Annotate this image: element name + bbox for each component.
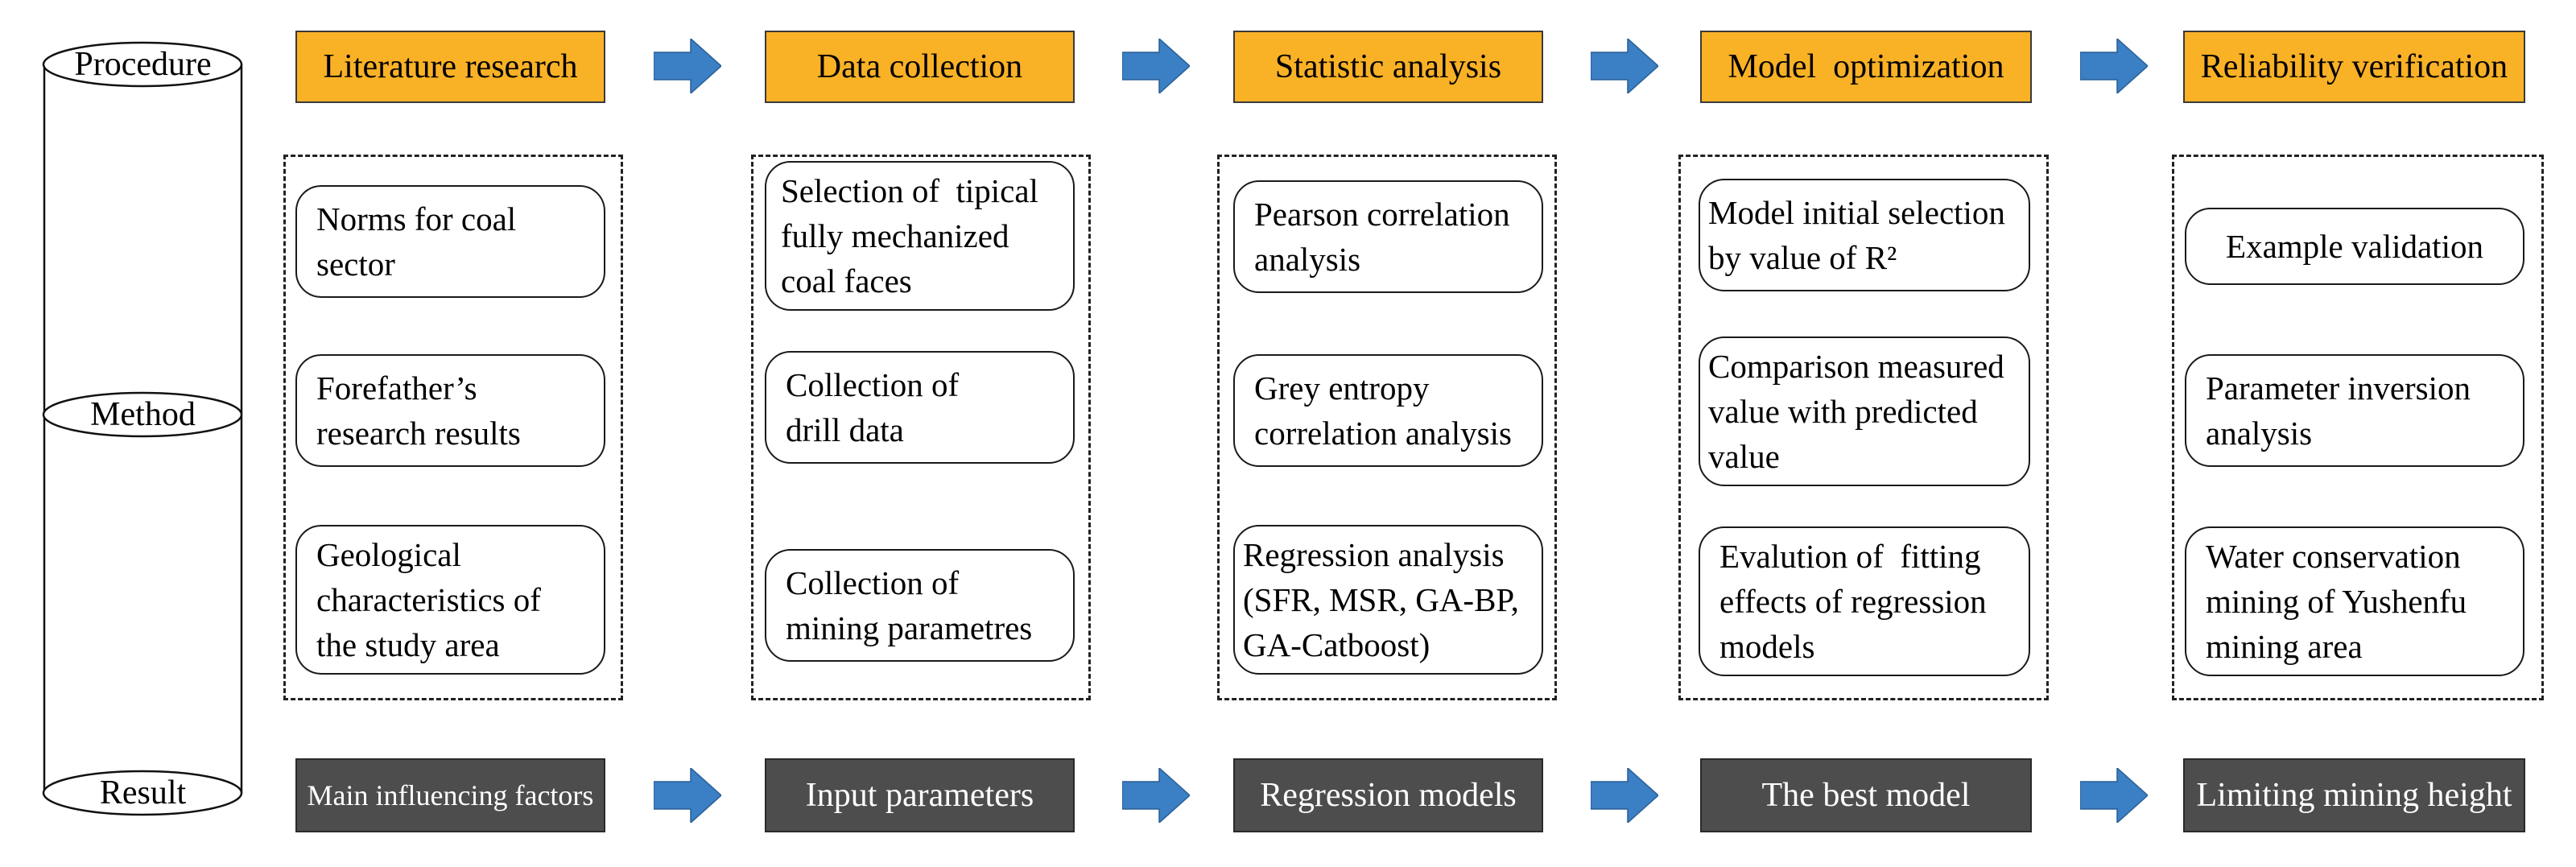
method-text-line: value: [1708, 438, 1780, 475]
method-pearson-correlation: Pearson correlation analysis: [1233, 180, 1543, 293]
method-text-line: correlation analysis: [1254, 415, 1512, 452]
method-text-line: analysis: [2206, 415, 2313, 452]
method-model-initial-selection: Model initial selection by value of R²: [1699, 179, 2030, 291]
method-geological-characteristics: Geological characteristics of the study …: [295, 525, 605, 675]
result-regression-models: Regression models: [1233, 758, 1543, 832]
method-text-line: analysis: [1254, 241, 1361, 278]
procedure-arrow-1: [654, 39, 721, 93]
method-text-line: the study area: [316, 626, 500, 663]
stage-cylinder: [42, 41, 243, 816]
result-limiting-mining-height: Limiting mining height: [2183, 758, 2525, 832]
method-evaluation-fitting-effects: Evalution of fitting effects of regressi…: [1699, 526, 2030, 676]
method-text-line: research results: [316, 415, 521, 452]
procedure-literature-research: Literature research: [295, 31, 605, 103]
procedure-data-collection: Data collection: [765, 31, 1075, 103]
result-best-model: The best model: [1700, 758, 2032, 832]
method-text-line: characteristics of: [316, 581, 541, 618]
result-arrow-2: [1122, 768, 1190, 823]
result-main-influencing-factors: Main influencing factors: [295, 758, 605, 832]
method-ellipse: [42, 391, 243, 438]
method-text-line: coal faces: [781, 262, 912, 299]
result-row-label: Result: [99, 774, 187, 811]
procedure-arrow-3: [1591, 39, 1658, 93]
method-grey-entropy: Grey entropy correlation analysis: [1233, 354, 1543, 467]
method-row-label: Method: [90, 396, 196, 433]
method-text-line: Water conservation: [2206, 538, 2461, 575]
method-text-line: Geological: [316, 536, 461, 573]
method-panel-reliability: [2172, 155, 2544, 700]
method-text-line: drill data: [786, 411, 904, 448]
method-text-line: Grey entropy: [1254, 370, 1430, 407]
method-panel-statistic: [1217, 155, 1557, 700]
method-panel-literature: [283, 155, 623, 700]
method-forefather-research: Forefather’s research results: [295, 354, 605, 467]
method-text-line: value with predicted: [1708, 393, 1978, 430]
method-text-line: mining of Yushenfu: [2206, 583, 2467, 620]
method-selection-coal-faces: Selection of tipical fully mechanized co…: [765, 161, 1075, 311]
method-text-line: Collection of: [786, 564, 960, 601]
method-text-line: fully mechanized: [781, 217, 1009, 254]
method-text-line: Norms for coal: [316, 200, 517, 237]
method-text-line: effects of regression: [1719, 583, 1987, 620]
result-input-parameters: Input parameters: [765, 758, 1075, 832]
procedure-row-label: Procedure: [74, 46, 212, 83]
method-collection-mining-parametres: Collection of mining parametres: [765, 549, 1075, 662]
result-arrow-3: [1591, 768, 1658, 823]
method-text-line: GA-Catboost): [1243, 626, 1430, 663]
method-collection-drill-data: Collection of drill data: [765, 351, 1075, 464]
method-parameter-inversion: Parameter inversion analysis: [2185, 354, 2524, 467]
method-text-line: Evalution of fitting: [1719, 538, 1981, 575]
method-text-line: by value of R²: [1708, 239, 1897, 276]
method-text-line: mining area: [2206, 628, 2363, 665]
method-text-line: (SFR, MSR, GA-BP,: [1243, 581, 1519, 618]
method-text-line: sector: [316, 246, 395, 283]
procedure-ellipse: [42, 41, 243, 88]
method-norms-coal-sector: Norms for coal sector: [295, 185, 605, 298]
method-text-line: Forefather’s: [316, 370, 477, 407]
method-text-line: Example validation: [2226, 228, 2483, 265]
method-text-line: Pearson correlation: [1254, 196, 1510, 233]
procedure-arrow-4: [2080, 39, 2148, 93]
method-text-line: Parameter inversion: [2206, 370, 2471, 407]
method-water-conservation-mining: Water conservation mining of Yushenfu mi…: [2185, 526, 2524, 676]
method-example-validation: Example validation: [2185, 208, 2524, 285]
method-panel-model: [1678, 155, 2049, 700]
procedure-reliability-verification: Reliability verification: [2183, 31, 2525, 103]
method-comparison-measured-predicted: Comparison measured value with predicted…: [1699, 336, 2030, 486]
method-panel-data: [751, 155, 1091, 700]
method-regression-analysis: Regression analysis (SFR, MSR, GA-BP, GA…: [1233, 525, 1543, 675]
method-text-line: Comparison measured: [1708, 348, 2004, 385]
method-text-line: Collection of: [786, 366, 960, 403]
method-text-line: Selection of tipical: [781, 172, 1038, 209]
procedure-statistic-analysis: Statistic analysis: [1233, 31, 1543, 103]
result-ellipse: [42, 770, 243, 816]
method-text-line: Model initial selection: [1708, 194, 2005, 231]
method-text-line: models: [1719, 628, 1815, 665]
result-arrow-1: [654, 768, 721, 823]
procedure-arrow-2: [1122, 39, 1190, 93]
method-text-line: Regression analysis: [1243, 536, 1505, 573]
procedure-model-optimization: Model optimization: [1700, 31, 2032, 103]
result-arrow-4: [2080, 768, 2148, 823]
method-text-line: mining parametres: [786, 609, 1033, 646]
